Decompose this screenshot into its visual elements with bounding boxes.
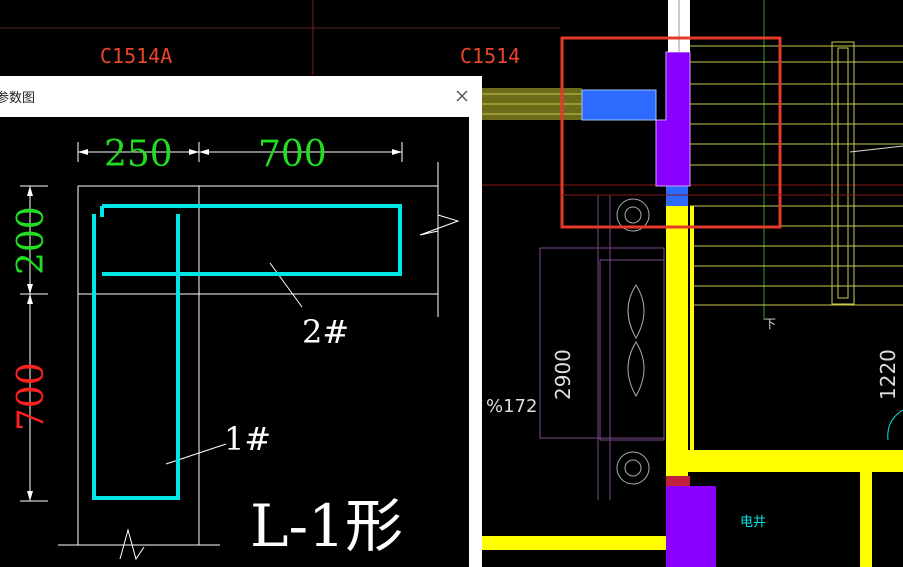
leader-2 <box>269 262 303 308</box>
stair-handrail <box>831 41 855 305</box>
dim-2900: 2900 <box>551 349 575 400</box>
stair-arrow <box>849 145 903 153</box>
elec-shaft-label: 电井 <box>740 515 766 530</box>
dim-text-250: 250 <box>104 134 173 175</box>
window-title: 参数图 <box>0 91 36 106</box>
sink-shape <box>627 284 645 340</box>
dim-text-700-top: 700 <box>258 134 327 175</box>
dim-1220: 1220 <box>876 349 900 400</box>
yellow-wall-vertical <box>666 206 688 476</box>
yellow-wall-bottom <box>482 536 668 550</box>
pipe-circle <box>616 198 650 232</box>
selection-rectangle[interactable] <box>560 36 782 229</box>
bar-label-2: 2# <box>302 313 349 351</box>
diagram-canvas: 250 700 200 700 2# 1# L-1形 <box>0 117 469 567</box>
down-arrow-icon: 下 <box>764 317 776 331</box>
dim-arrow <box>27 491 33 501</box>
rebar-1 <box>92 214 180 500</box>
window-label-c1514: C1514 <box>460 44 520 68</box>
yellow-wall-right <box>690 206 694 450</box>
dim-text-700-left: 700 <box>11 362 52 431</box>
dim-arrow <box>27 294 33 304</box>
yellow-wall-shaft <box>860 472 872 567</box>
red-column-marker <box>666 476 690 486</box>
stair-lines <box>690 45 903 306</box>
close-button[interactable] <box>450 84 474 108</box>
yellow-wall-horizontal <box>688 450 903 472</box>
purple-column-lower[interactable] <box>666 476 690 567</box>
parameter-diagram-window[interactable]: 参数图 <box>0 76 482 567</box>
window-label-c1514a: C1514A <box>100 44 172 68</box>
blue-beam-small <box>666 186 688 206</box>
dim-text-200: 200 <box>11 206 52 275</box>
blue-beam <box>581 89 657 121</box>
dim-arrow <box>78 149 88 155</box>
shape-label: L-1形 <box>250 492 403 560</box>
room-outline <box>539 195 665 500</box>
break-symbol-right <box>419 214 460 236</box>
rebar-2 <box>102 204 402 276</box>
dim-arrow <box>199 149 209 155</box>
dim-arrow <box>27 284 33 294</box>
pipe-circle <box>624 459 642 477</box>
dim-arrow <box>392 149 402 155</box>
close-icon <box>456 90 468 102</box>
bar-label-1: 1# <box>224 420 271 458</box>
ratio-label: %172 <box>486 396 537 417</box>
window-titlebar[interactable]: 参数图 <box>0 76 482 116</box>
door-arc <box>887 409 903 441</box>
dim-arrow <box>189 149 199 155</box>
pipe-circle <box>616 451 650 485</box>
break-symbol-bottom <box>119 528 145 561</box>
sink-shape <box>627 341 645 398</box>
purple-column-lower-b <box>690 486 716 567</box>
dim-arrow <box>27 186 33 196</box>
pipe-circle <box>624 206 642 224</box>
stair-handrail-inner <box>837 47 849 299</box>
